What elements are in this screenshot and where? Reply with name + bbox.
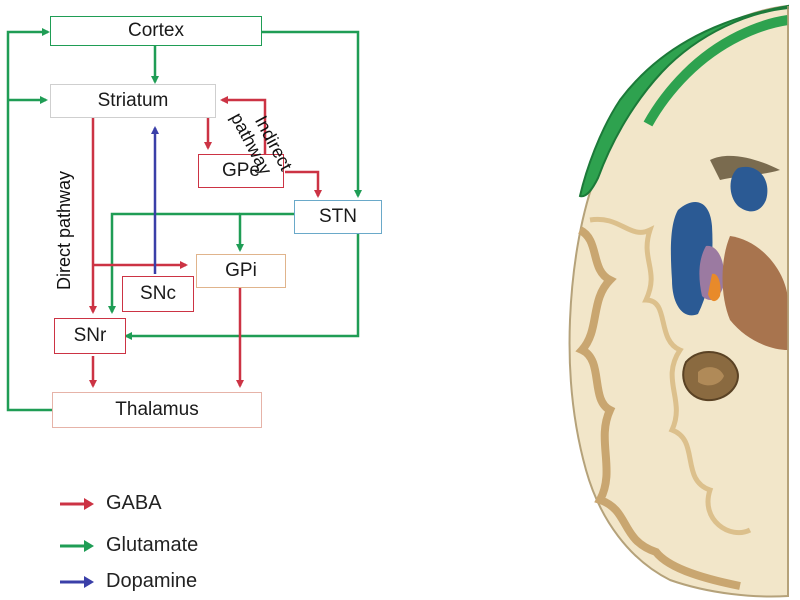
stn-to-snr-arrow [124, 232, 360, 340]
thalamus-to-cortex-arrow [6, 28, 52, 412]
legend-gaba: GABA [58, 492, 162, 515]
direct-pathway-label: Direct pathway [54, 170, 74, 290]
gpe-to-stn-arrow [285, 170, 322, 198]
cortex-region [578, 4, 789, 198]
striatum-label: Striatum [97, 90, 169, 111]
stn-label: STN [319, 206, 357, 227]
thalamus-node: Thalamus [52, 392, 262, 428]
legend-glutamate-label: Glutamate [106, 534, 199, 556]
gpe-node: GPe [198, 154, 284, 188]
thalamus-label: Thalamus [115, 399, 199, 420]
cortex-label: Cortex [128, 20, 184, 41]
caudate-region [730, 166, 768, 212]
gpi-region [708, 273, 721, 302]
glutamate-arrow-icon [60, 539, 94, 552]
gpi-node: GPi [196, 254, 286, 288]
gpe-label: GPe [221, 160, 261, 181]
stn-to-gpi-arrow [236, 212, 295, 252]
legend-gaba-label: GABA [106, 492, 162, 514]
gaba-arrow-icon [60, 497, 94, 510]
brain-coronal-section-image [568, 4, 789, 598]
stn-node: STN [294, 200, 382, 234]
snc-node: SNc [122, 276, 194, 312]
cortex-node: Cortex [50, 16, 262, 46]
legend-dopamine: Dopamine [58, 570, 197, 593]
dopamine-arrow-icon [60, 575, 94, 588]
snc-label: SNc [140, 283, 176, 304]
legend-glutamate: Glutamate [58, 534, 198, 557]
thalamus-region [722, 236, 788, 350]
gpi-label: GPi [225, 260, 257, 281]
stn-to-snr-branch-arrow [108, 212, 240, 314]
legend-dopamine-label: Dopamine [106, 570, 198, 592]
cortex-to-stn-arrow [262, 30, 362, 198]
snr-node: SNr [54, 318, 126, 354]
snr-label: SNr [73, 325, 107, 346]
gpe-to-striatum-arrow [220, 96, 267, 160]
gyri-folds [575, 226, 741, 590]
striatum-node: Striatum [50, 84, 216, 118]
